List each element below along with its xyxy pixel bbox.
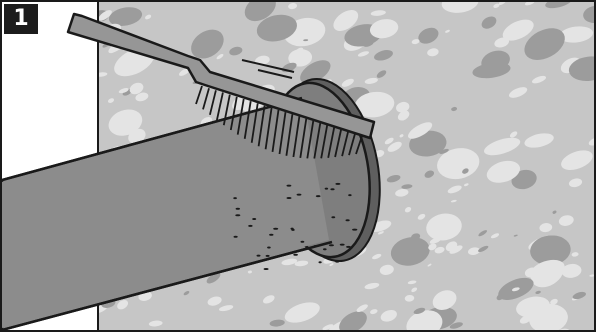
residue-dot <box>287 197 292 199</box>
residue-dot <box>329 244 334 246</box>
residue-dot <box>248 225 252 227</box>
residue-dot <box>346 246 351 248</box>
residue-dot <box>267 247 271 249</box>
residue-dot <box>346 219 350 221</box>
residue-dot <box>264 268 269 270</box>
residue-dot <box>301 241 305 243</box>
residue-dot <box>269 234 273 236</box>
residue-dot <box>287 185 292 187</box>
residue-dot <box>352 229 357 231</box>
residue-dot <box>330 188 334 190</box>
residue-dot <box>314 245 319 247</box>
residue-dot <box>348 194 351 196</box>
residue-dot <box>293 254 298 256</box>
residue-dot <box>335 261 339 263</box>
residue-dot <box>257 255 261 257</box>
residue-dot <box>236 208 240 210</box>
residue-dot <box>323 248 327 250</box>
residue-dot <box>335 183 340 185</box>
step-number-badge: 1 <box>4 4 38 34</box>
residue-dot <box>266 255 270 257</box>
residue-dot <box>235 214 240 216</box>
residue-dot <box>331 216 335 218</box>
residue-dot <box>252 218 256 220</box>
residue-dot <box>233 197 237 199</box>
residue-dot <box>291 228 294 230</box>
residue-dot <box>234 236 238 238</box>
residue-dot <box>319 261 322 263</box>
residue-dot <box>340 244 345 246</box>
residue-dot <box>273 228 278 230</box>
residue-dot <box>325 188 328 190</box>
residue-dot <box>297 194 302 196</box>
residue-dot <box>316 195 321 197</box>
